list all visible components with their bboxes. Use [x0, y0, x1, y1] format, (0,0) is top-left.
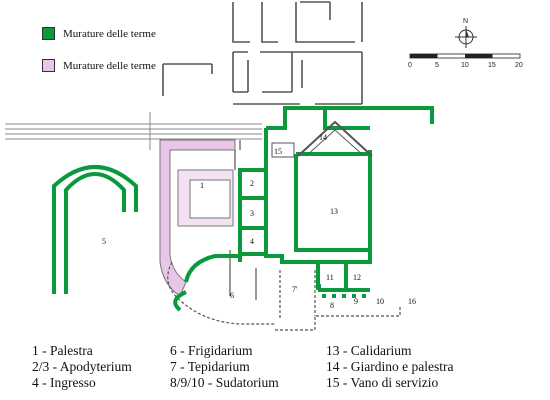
- scale-tick-2: 10: [461, 62, 469, 69]
- dashed-outlines: [167, 140, 401, 331]
- upper-buildings: [162, 1, 363, 105]
- north-label: N: [463, 18, 468, 25]
- room-label-2: 2: [250, 179, 254, 188]
- scale-tick-3: 15: [488, 62, 496, 69]
- key-column-1: 1 - Palestra 2/3 - Apodyterium 4 - Ingre…: [32, 343, 132, 391]
- key-item: 8/9/10 - Sudatorium: [170, 375, 279, 390]
- scale-tick-1: 5: [435, 62, 439, 69]
- street-lines: [5, 112, 262, 150]
- key-column-2: 6 - Frigidarium 7 - Tepidarium 8/9/10 - …: [170, 343, 279, 391]
- legend-label-green: Murature delle terme: [63, 27, 156, 40]
- room-label-15: 15: [274, 147, 282, 156]
- room-label-4: 4: [250, 237, 254, 246]
- legend-swatch-green: [42, 27, 55, 40]
- room-15-outline: [271, 142, 295, 158]
- legend-label-pink: Murature delle terme: [63, 59, 156, 72]
- key-item: 1 - Palestra: [32, 343, 93, 358]
- room-label-13: 13: [330, 207, 338, 216]
- key-item: 6 - Frigidarium: [170, 343, 253, 358]
- room-label-12: 12: [353, 273, 361, 282]
- room-label-6: 6: [230, 291, 234, 300]
- room-label-9: 9: [354, 297, 358, 306]
- room-label-10: 10: [376, 297, 384, 306]
- key-column-3: 13 - Calidarium 14 - Giardino e palestra…: [326, 343, 453, 391]
- key-item: 15 - Vano di servizio: [326, 375, 439, 390]
- legend-row-green: Murature delle terme: [42, 27, 156, 40]
- north-arrow: N: [455, 18, 477, 48]
- key-item: 2/3 - Apodyterium: [32, 359, 132, 374]
- green-masonry: [52, 106, 434, 312]
- room-label-11: 11: [326, 273, 334, 282]
- key-item: 13 - Calidarium: [326, 343, 412, 358]
- room-labels: 1 2 3 4 5 6 7' 8 9 10 11 12 13 14 15 16: [102, 133, 416, 310]
- garden-roof: [297, 120, 373, 157]
- room-label-7: 7': [292, 285, 298, 294]
- legend-swatch-pink: [42, 59, 55, 72]
- room-label-3: 3: [250, 209, 254, 218]
- room-label-8: 8: [330, 301, 334, 310]
- scale-bar: 0 5 10 15 20: [408, 53, 523, 69]
- room-label-16: 16: [408, 297, 416, 306]
- key-item: 4 - Ingresso: [32, 375, 96, 390]
- room-label-5: 5: [102, 237, 106, 246]
- key-item: 14 - Giardino e palestra: [326, 359, 454, 374]
- scale-tick-4: 20: [515, 62, 523, 69]
- room-label-14: 14: [319, 133, 327, 142]
- key-item: 7 - Tepidarium: [170, 359, 250, 374]
- pink-masonry: [159, 139, 236, 297]
- scale-tick-0: 0: [408, 62, 412, 69]
- sudatorium-pads: [317, 284, 366, 298]
- room-label-1: 1: [200, 181, 204, 190]
- legend-row-pink: Murature delle terme: [42, 59, 156, 72]
